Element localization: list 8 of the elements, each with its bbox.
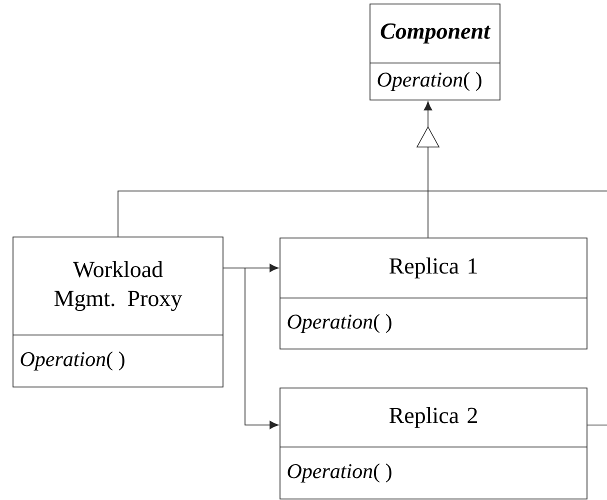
arrow bbox=[244, 268, 279, 430]
arrow bbox=[223, 264, 279, 272]
class-box: Workload Mgmt. Proxy Operation( ) bbox=[12, 236, 224, 388]
class-box: Replica 2 Operation( ) bbox=[280, 388, 588, 500]
connector-line bbox=[587, 424, 607, 426]
connector-line bbox=[118, 190, 607, 237]
class-box: Replica 1 Operation( ) bbox=[280, 238, 588, 350]
class-box: Component Operation( ) bbox=[370, 4, 500, 100]
